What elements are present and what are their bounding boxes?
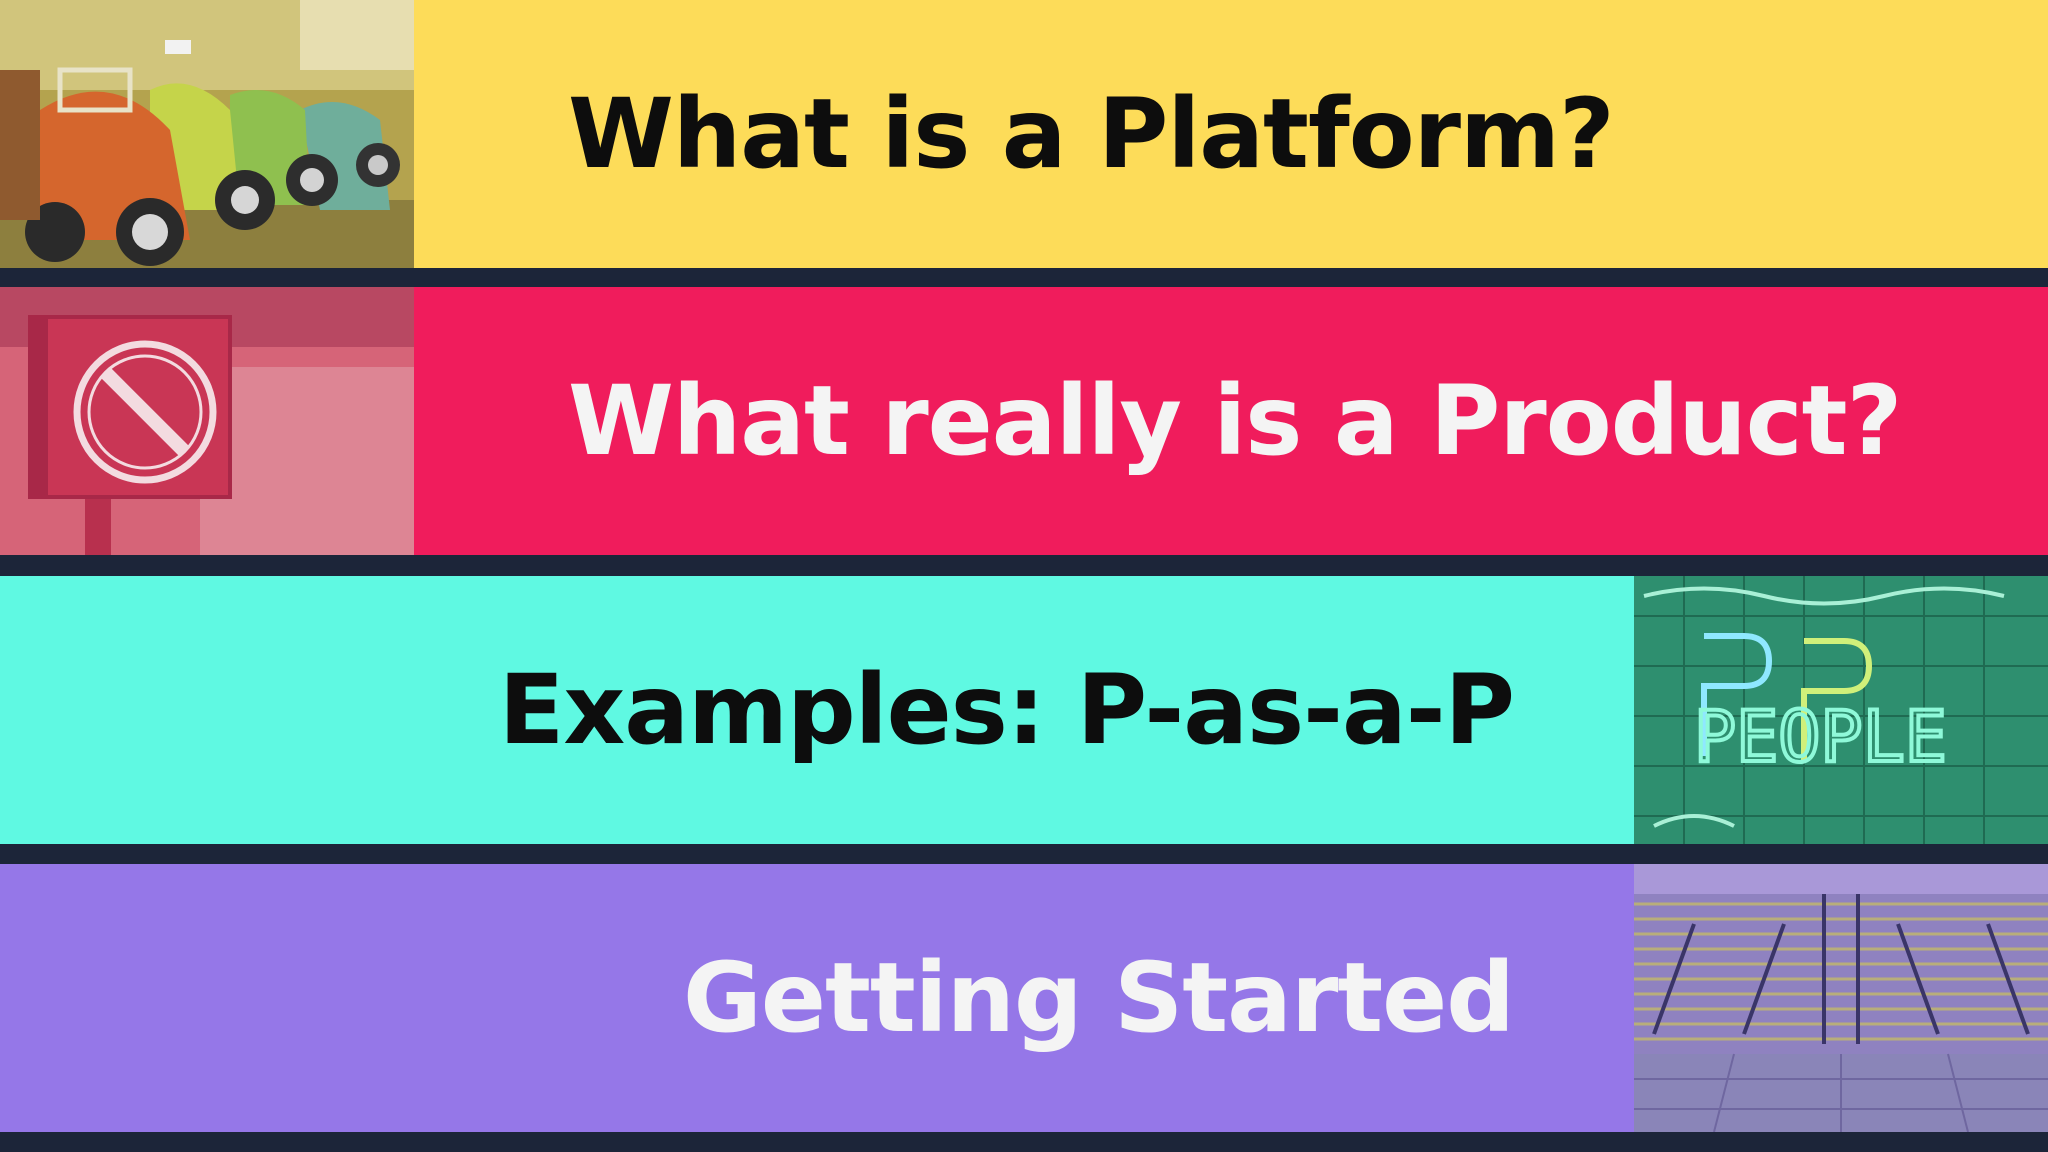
prohibition-sign-illustration <box>0 287 414 555</box>
staircase-illustration <box>1634 864 2048 1132</box>
neon-people-sign-photo: PEOPLE <box>1634 576 2048 844</box>
neon-sign-text: PEOPLE <box>1694 696 1947 778</box>
section-band-product: What really is a Product? <box>0 287 2048 555</box>
scooters-illustration <box>0 0 414 268</box>
neon-sign-illustration: PEOPLE <box>1634 576 2048 844</box>
scooters-photo <box>0 0 414 268</box>
section-band-examples: PEOPLE Examples: P-as-a-P <box>0 576 2048 844</box>
section-band-platform: What is a Platform? <box>0 0 2048 268</box>
staircase-photo <box>1634 864 2048 1132</box>
section-title-platform: What is a Platform? <box>568 78 1615 190</box>
prohibition-sign-photo <box>0 287 414 555</box>
section-title-product: What really is a Product? <box>568 365 1902 477</box>
section-title-getting-started: Getting Started <box>683 942 1515 1054</box>
section-band-getting-started: Getting Started <box>0 864 2048 1132</box>
section-title-examples: Examples: P-as-a-P <box>498 654 1515 766</box>
